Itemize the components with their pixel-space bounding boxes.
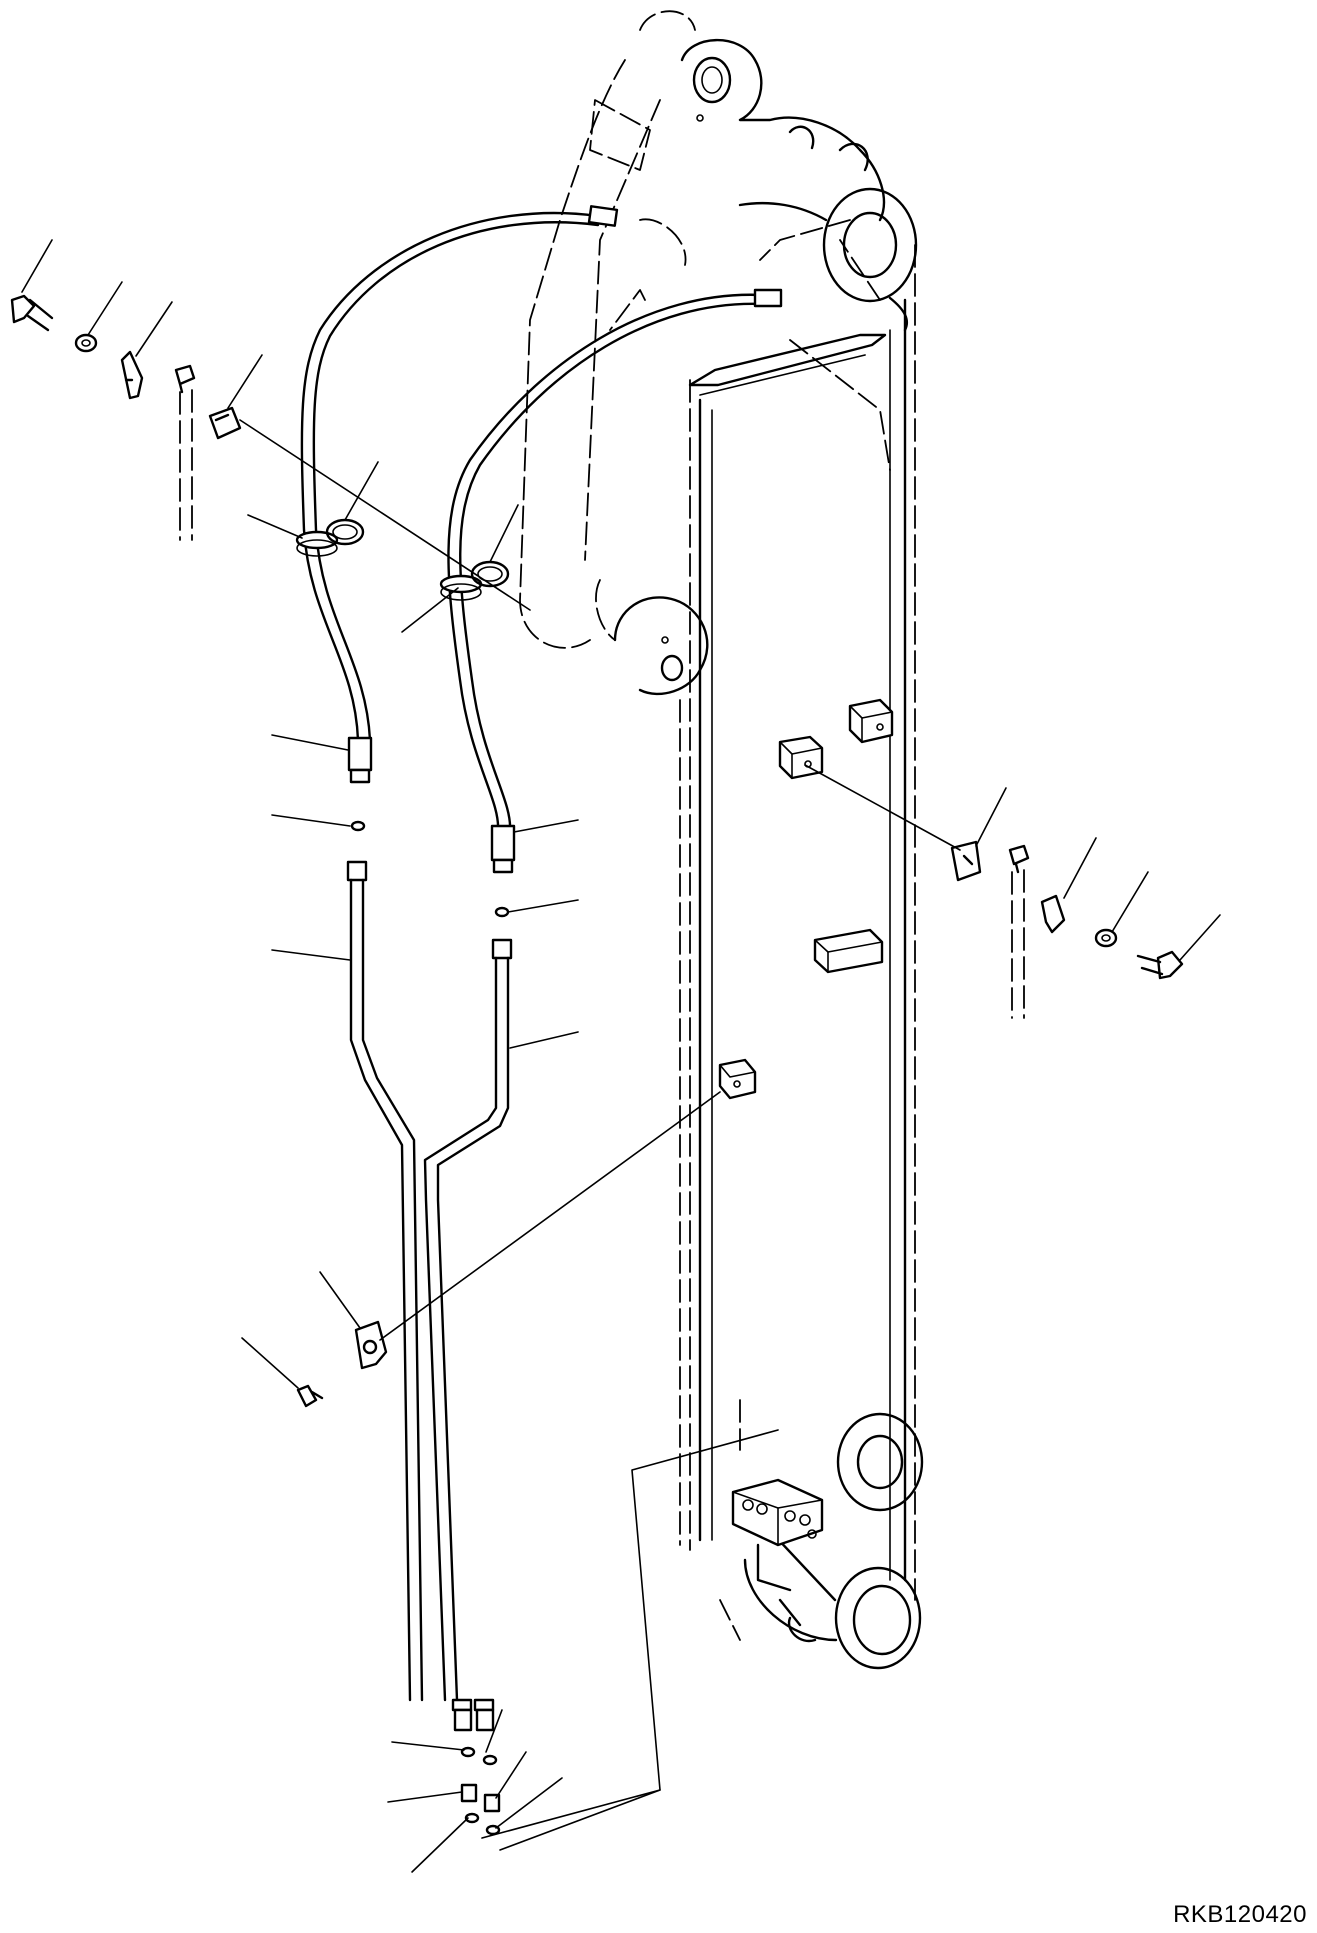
arm-top-plate	[688, 333, 887, 387]
plate-upper-left	[120, 350, 144, 400]
arm-bracket-block-upper	[848, 698, 894, 744]
washer-right	[1094, 928, 1118, 948]
pipe-right-top-connector	[491, 938, 513, 960]
bolt-upper-left	[10, 294, 54, 332]
grease-nipple-right	[1008, 844, 1030, 874]
arm-bottom-eye-lower-inner	[852, 1584, 912, 1656]
plate-right-small	[1040, 894, 1066, 934]
arm-top-plate-edge	[699, 354, 866, 396]
arm-cylinder-eye-inner	[842, 211, 898, 279]
hose-right-inner	[459, 302, 764, 832]
arm-bottom-joint	[787, 1616, 817, 1643]
pipe-right	[423, 938, 513, 1702]
hose-clamp-right	[439, 560, 510, 601]
grease-nipple-upper-left	[174, 364, 196, 394]
arm-bottom-eye-upper-inner	[856, 1434, 904, 1490]
clamp-hardware-upper-left	[10, 294, 242, 541]
arm-bottom-bracket	[756, 1543, 802, 1627]
arm-eye-link	[738, 202, 909, 332]
arm-top-pin-hole-inner	[701, 66, 723, 94]
hose-left	[300, 205, 619, 784]
leader-lines	[21, 239, 1221, 1873]
arm-cylinder-eye-outer	[822, 187, 918, 303]
assembly-center-lines	[239, 419, 961, 1851]
bolt-lower-left	[296, 1384, 324, 1408]
hose-left-bottom-fitting	[347, 736, 373, 772]
o-ring-left	[350, 820, 366, 832]
arm-top-pin-hole	[692, 56, 732, 104]
hose-left-bottom-nut	[349, 768, 371, 784]
washer-upper-left	[74, 333, 98, 353]
arm-bracket-block-middle	[778, 735, 824, 780]
arm-bottom-eye-upper	[836, 1412, 924, 1512]
hose-right-bottom-nut	[492, 858, 514, 874]
arm-top-small-hole	[696, 114, 704, 122]
spacer-upper-left	[208, 406, 242, 440]
arm-upper-bracket	[788, 125, 869, 172]
clamp-hardware-lower-left	[296, 1320, 388, 1408]
pipe-left-top-connector	[346, 860, 368, 882]
arm-top-boss	[680, 38, 886, 222]
clamp-plate-lower	[354, 1320, 388, 1370]
arm-mid-small-hole	[661, 636, 669, 644]
arm-bottom-eye-lower	[834, 1566, 922, 1670]
plate-right	[950, 840, 982, 882]
bolt-right	[1136, 950, 1184, 980]
arm-mid-boss	[613, 596, 709, 696]
piping-manifold-block	[731, 1478, 824, 1547]
pipe-left	[346, 860, 424, 1702]
drawing-reference-code: RKB120420	[1173, 1901, 1307, 1928]
hose-right	[447, 288, 783, 874]
arm-body	[613, 38, 924, 1670]
hose-right-outer	[447, 293, 764, 832]
arm-bracket-block-side	[718, 1058, 757, 1100]
o-ring-right	[494, 906, 510, 918]
pipe-bottom-fittings	[451, 1698, 501, 1836]
clamp-hardware-right	[950, 840, 1184, 1019]
hose-left-top-fitting	[587, 205, 619, 227]
hose-clamp-left	[295, 518, 365, 557]
hose-right-bottom-fitting	[490, 824, 516, 862]
hose-right-top-fitting	[753, 288, 783, 308]
arm-mid-pin-hole	[660, 654, 684, 682]
arm-phantom-outline	[519, 10, 916, 1641]
hose-left-outer	[300, 211, 600, 742]
arm-bracket-block-lower	[813, 928, 884, 974]
hose-left-inner	[312, 221, 600, 742]
